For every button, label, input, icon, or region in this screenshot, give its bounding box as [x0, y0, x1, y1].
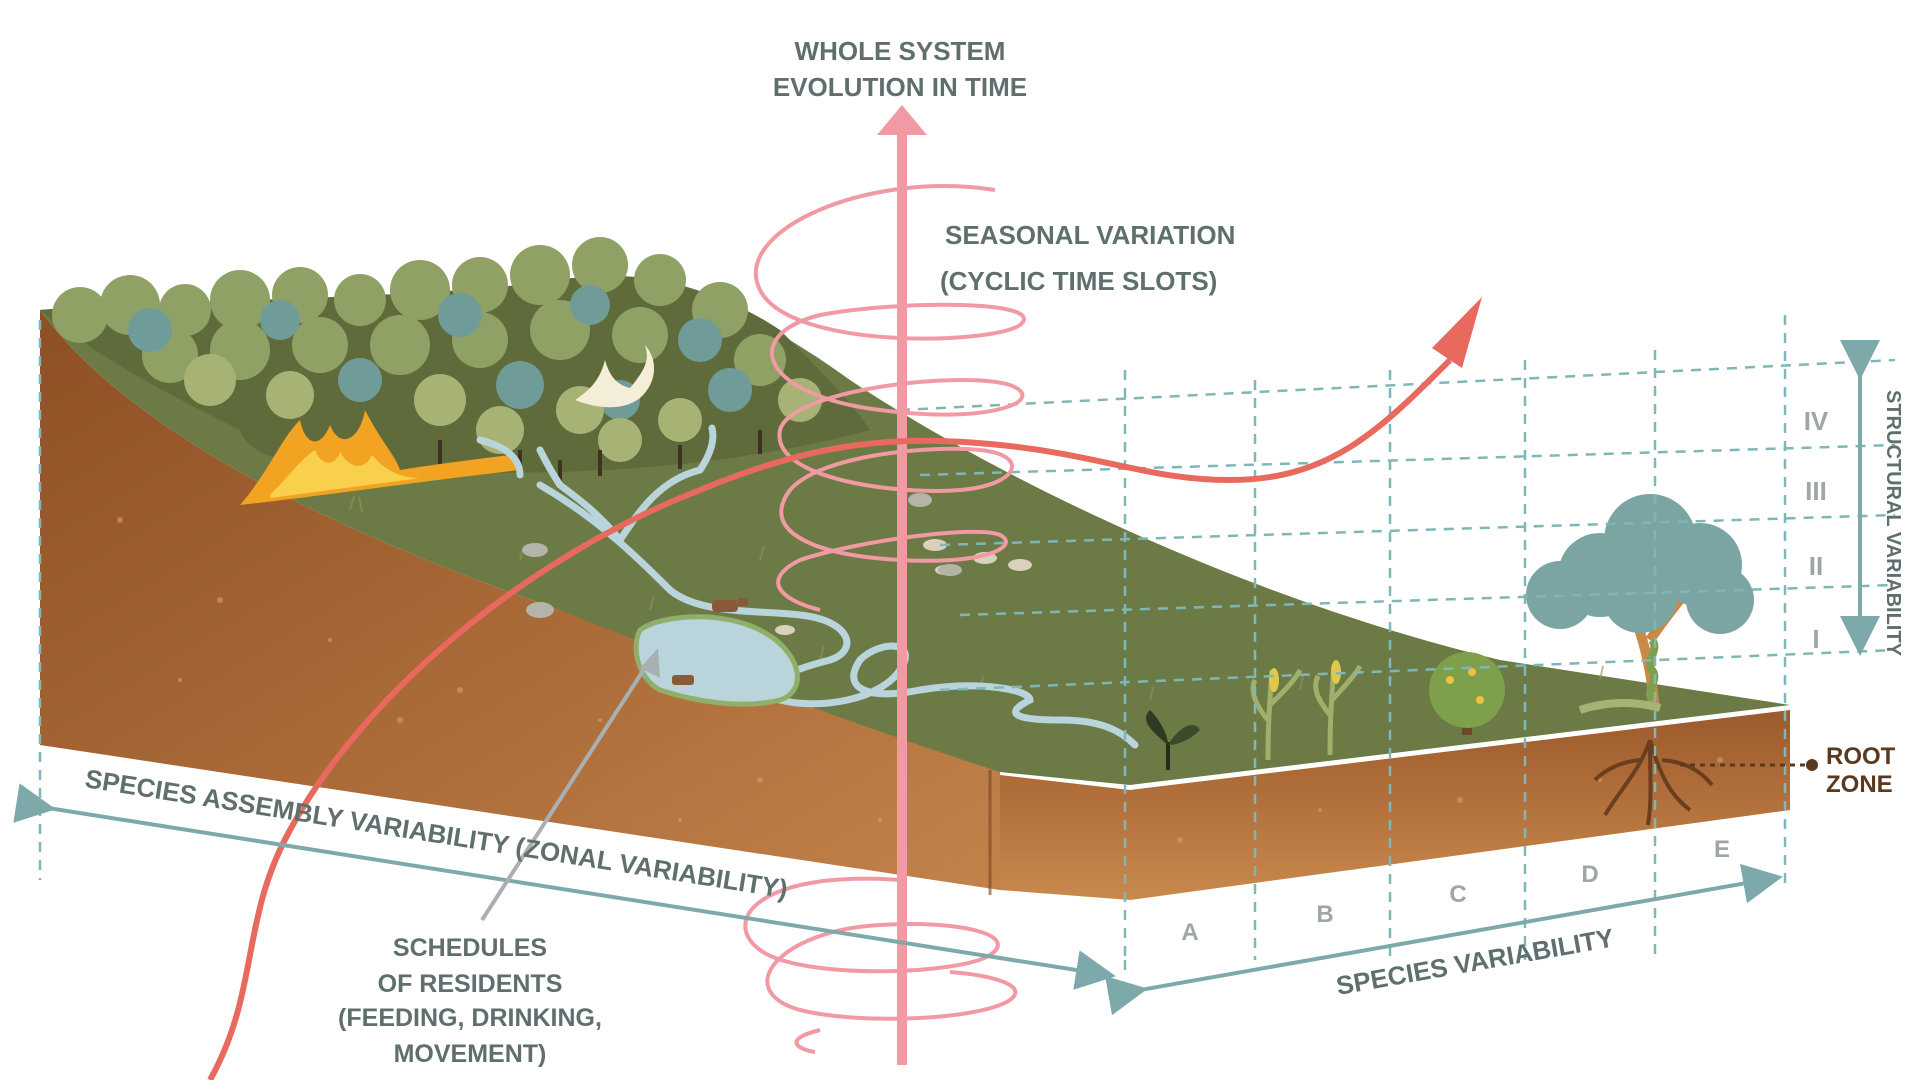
schedules-label-line3: (FEEDING, DRINKING, [338, 1004, 602, 1032]
species-variability-label: SPECIES VARIABILITY [1334, 923, 1616, 1001]
species-variability-arrow [1105, 863, 1783, 1016]
zone-label-e: E [1714, 836, 1730, 863]
cow-icon [672, 598, 748, 685]
seasonal-label-line2: (CYCLIC TIME SLOTS) [940, 266, 1217, 296]
zone-label-c: C [1449, 881, 1466, 908]
zone-label-d: D [1581, 861, 1598, 888]
zone-label-b: B [1316, 901, 1333, 928]
root-zone-label-line1: ROOT [1826, 743, 1896, 770]
fire-icon [240, 410, 520, 505]
zone-label-a: A [1181, 919, 1198, 946]
time-axis-label-line1: WHOLE SYSTEM [795, 36, 1006, 66]
layer-label-iii: III [1805, 476, 1827, 506]
schedules-label-line2: OF RESIDENTS [378, 970, 563, 998]
bird-icon [575, 345, 655, 408]
shrub-icon [1429, 652, 1505, 735]
roots-icon [1593, 739, 1714, 826]
seasonal-label-line1: SEASONAL VARIATION [945, 220, 1235, 250]
time-axis-label-line2: EVOLUTION IN TIME [773, 72, 1027, 102]
layer-label-ii: II [1809, 551, 1823, 581]
layer-label-iv: IV [1804, 406, 1829, 436]
forest-canopy [40, 237, 870, 482]
structural-label: STRUCTURAL VARIABILITY [1882, 390, 1904, 657]
tree-icon [1526, 494, 1754, 714]
root-zone-label-line2: ZONE [1826, 771, 1893, 798]
schedules-label-line1: SCHEDULES [393, 934, 547, 962]
species-assembly-arrow [13, 783, 1116, 990]
rocks [522, 493, 962, 618]
root-zone-pointer [1680, 759, 1818, 771]
corn-icon [1250, 660, 1363, 761]
schedules-pointer-arrow [480, 648, 660, 922]
schedules-label-line4: MOVEMENT) [394, 1040, 547, 1068]
layer-label-i: I [1812, 624, 1819, 654]
seedling-icon [1146, 710, 1200, 770]
